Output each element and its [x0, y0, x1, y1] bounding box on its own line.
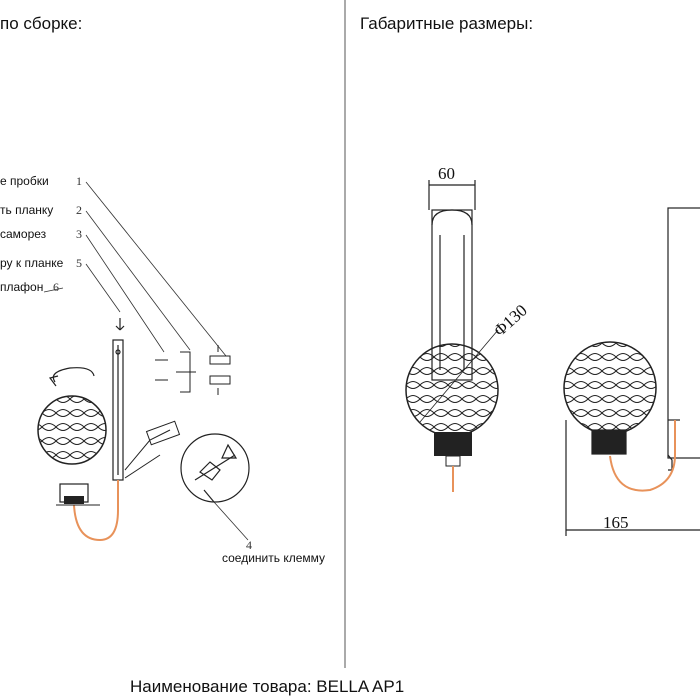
step-number-5: 5	[76, 256, 82, 270]
dimension-width-label: 60	[438, 164, 455, 183]
terminal-detail	[180, 433, 250, 503]
step-label-3: саморез	[0, 227, 47, 241]
mounting-plate	[112, 318, 125, 481]
step-label-4: соединить клемму	[222, 551, 326, 565]
step-number-3: 3	[76, 227, 82, 241]
terminal-block	[124, 420, 181, 479]
step-number-4: 4	[246, 538, 252, 552]
step-number-2: 2	[76, 203, 82, 217]
step-number-1: 1	[76, 174, 82, 188]
step-label-6: плафон	[0, 280, 44, 294]
step-label-2: ть планку	[0, 203, 54, 217]
front-globe	[405, 329, 499, 437]
product-caption: Наименование товара: BELLA AP1	[130, 677, 405, 696]
leader-lines	[43, 181, 249, 541]
step-label-5: ру к планке	[0, 256, 64, 270]
rotation-arrow	[48, 367, 95, 387]
step-number-6: 6	[53, 280, 59, 294]
left-globe-shade	[37, 395, 107, 465]
step-label-1: е пробки	[0, 174, 49, 188]
side-elevation	[563, 207, 700, 536]
screws-and-plugs	[155, 345, 231, 395]
assembly-header: по сборке:	[0, 14, 83, 33]
front-socket	[434, 432, 472, 492]
left-socket	[56, 480, 119, 542]
dimension-depth-label: 165	[603, 513, 629, 532]
dimensions-header: Габаритные размеры:	[360, 14, 534, 33]
